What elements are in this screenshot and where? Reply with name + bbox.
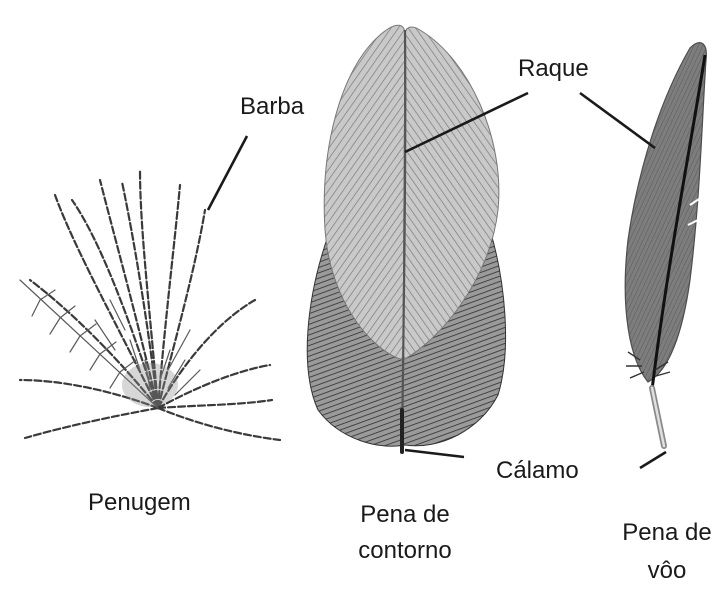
label-penugem: Penugem: [88, 488, 191, 518]
contour-feather-icon: [307, 25, 505, 452]
label-raque: Raque: [518, 54, 589, 84]
label-pena-de-voo: Pena de vôo: [612, 518, 722, 586]
label-calamo: Cálamo: [496, 456, 579, 486]
label-pena-de-contorno-line1: Pena de: [350, 500, 460, 530]
label-pena-de-contorno-line2: contorno: [350, 536, 460, 566]
calamo-leader-line-contorno: [405, 450, 464, 457]
raque-leader-line-voo: [580, 93, 655, 148]
calamo-leader-line-voo: [640, 452, 666, 468]
flight-feather-icon: [625, 43, 706, 446]
label-barba: Barba: [240, 92, 304, 122]
barba-leader-line: [208, 136, 247, 210]
down-feather-icon: [20, 170, 280, 440]
label-pena-de-contorno: Pena de contorno: [350, 500, 460, 566]
label-pena-de-voo-line2: vôo: [612, 556, 722, 586]
label-pena-de-voo-line1: Pena de: [612, 518, 722, 548]
